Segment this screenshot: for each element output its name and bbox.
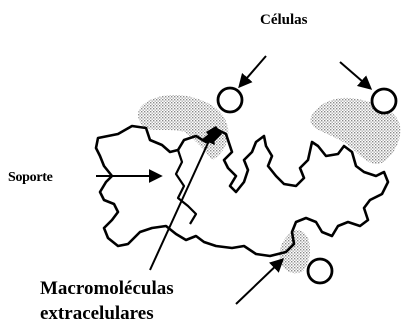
cells-label: Células bbox=[260, 12, 308, 29]
cell-1 bbox=[218, 88, 242, 112]
cell-3 bbox=[308, 259, 332, 283]
cells-arrow-2 bbox=[340, 62, 370, 88]
support-ridge bbox=[176, 150, 196, 224]
cell-2 bbox=[372, 89, 396, 113]
macro-arrow-2 bbox=[236, 260, 282, 304]
macromolecules-label-line-1: Macromoléculas bbox=[40, 276, 174, 301]
support-outline bbox=[96, 126, 388, 256]
macromolecules-label-line-2: extracelulares bbox=[40, 301, 174, 326]
macro-arrow-1 bbox=[150, 132, 213, 270]
support-label: Soporte bbox=[8, 170, 53, 186]
cells-arrow-1 bbox=[240, 56, 266, 86]
macromolecules-label: Macromoléculas extracelulares bbox=[40, 276, 174, 326]
